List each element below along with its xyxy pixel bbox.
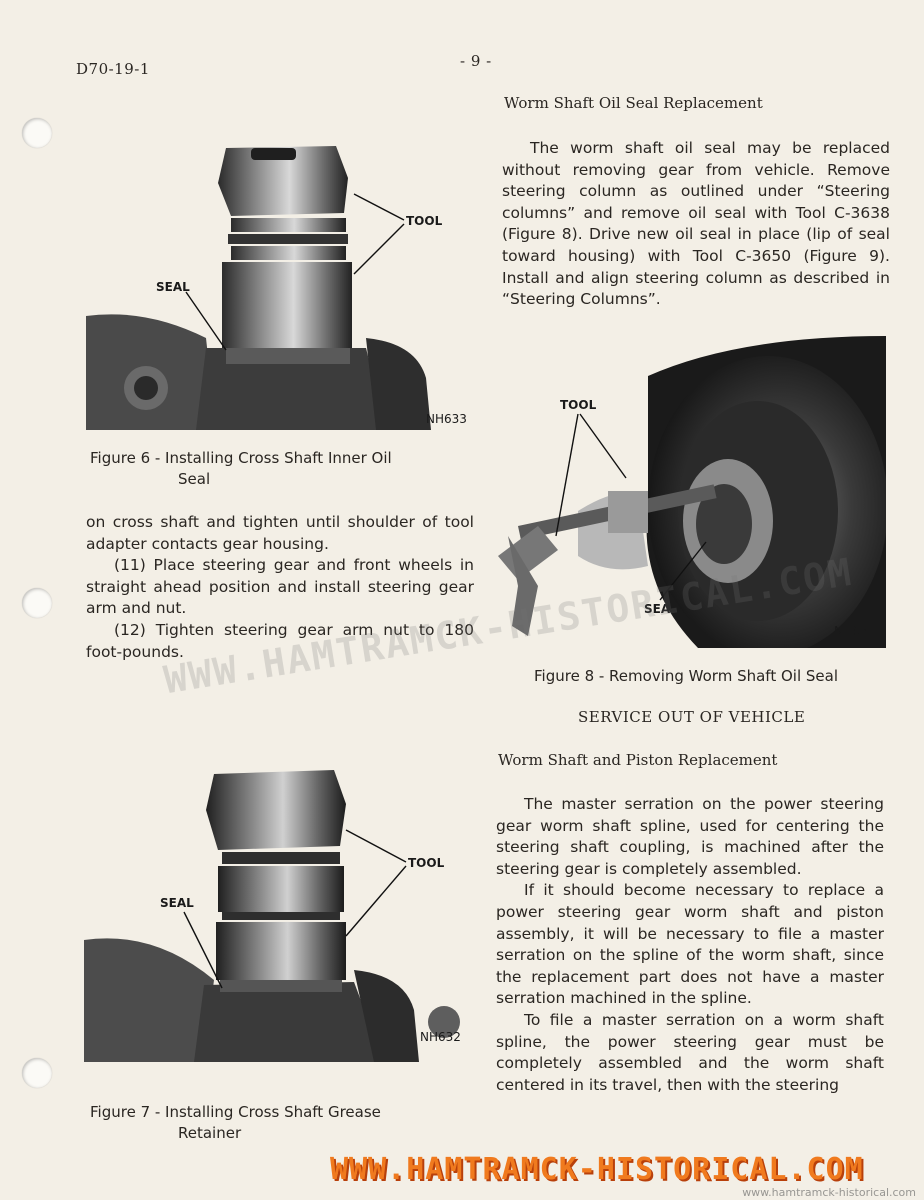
figure-8-code: NH631 xyxy=(834,624,875,638)
right-column-lower-text: The master serration on the power steeri… xyxy=(496,794,884,1096)
footer-watermark: WWW.HAMTRAMCK-HISTORICAL.COM xyxy=(330,1152,864,1187)
binder-hole-bottom xyxy=(22,1058,52,1088)
figure-6-photo: TOOL SEAL NH633 xyxy=(86,138,472,430)
figure-6-tool-label: TOOL xyxy=(406,214,443,228)
figure-7-caption: Figure 7 - Installing Cross Shaft Grease… xyxy=(90,1102,470,1144)
left-column-text: on cross shaft and tighten until shoulde… xyxy=(86,512,474,663)
figure-8-caption: Figure 8 - Removing Worm Shaft Oil Seal xyxy=(534,667,838,685)
figure-6-seal-label: SEAL xyxy=(156,280,190,294)
worm-shaft-piston-heading: Worm Shaft and Piston Replacement xyxy=(498,751,778,769)
figure-8-seal-label: SEAL xyxy=(644,602,678,616)
figure-7-caption-line1: Figure 7 - Installing Cross Shaft Grease xyxy=(90,1103,381,1121)
footer-watermark-small: www.hamtramck-historical.com xyxy=(742,1186,916,1199)
page-number: - 9 - xyxy=(460,52,492,70)
figure-6-code: NH633 xyxy=(426,412,467,426)
left-paragraph-3: (12) Tighten steering gear arm nut to 18… xyxy=(86,620,474,661)
right-paragraph-3: If it should become necessary to replace… xyxy=(496,881,884,1008)
binder-hole-top xyxy=(22,118,52,148)
figure-7-tool-label: TOOL xyxy=(408,856,445,870)
left-paragraph-2: (11) Place steering gear and front wheel… xyxy=(86,556,474,618)
figure-8-photo: TOOL SEAL NH631 xyxy=(498,336,886,648)
service-out-of-vehicle-heading: SERVICE OUT OF VEHICLE xyxy=(578,708,806,726)
right-paragraph-2: The master serration on the power steeri… xyxy=(496,795,884,878)
left-paragraph-1: on cross shaft and tighten until shoulde… xyxy=(86,513,474,553)
right-paragraph-4: To file a master serration on a worm sha… xyxy=(496,1010,884,1094)
document-number: D70-19-1 xyxy=(76,60,150,78)
figure-7-seal-label: SEAL xyxy=(160,896,194,910)
figure-6-caption: Figure 6 - Installing Cross Shaft Inner … xyxy=(90,448,470,490)
figure-7-code: NH632 xyxy=(420,1030,461,1044)
worm-shaft-oil-seal-heading: Worm Shaft Oil Seal Replacement xyxy=(504,94,763,112)
figure-7-photo: TOOL SEAL NH632 xyxy=(84,760,470,1062)
figure-6-caption-line2: Seal xyxy=(178,470,211,488)
figure-7-caption-line2: Retainer xyxy=(178,1124,242,1142)
right-paragraph-1: The worm shaft oil seal may be replaced … xyxy=(502,138,890,311)
binder-hole-middle xyxy=(22,588,52,618)
figure-8-tool-label: TOOL xyxy=(560,398,597,412)
right-paragraph-1-text: The worm shaft oil seal may be replaced … xyxy=(502,139,890,309)
figure-6-caption-line1: Figure 6 - Installing Cross Shaft Inner … xyxy=(90,449,392,467)
